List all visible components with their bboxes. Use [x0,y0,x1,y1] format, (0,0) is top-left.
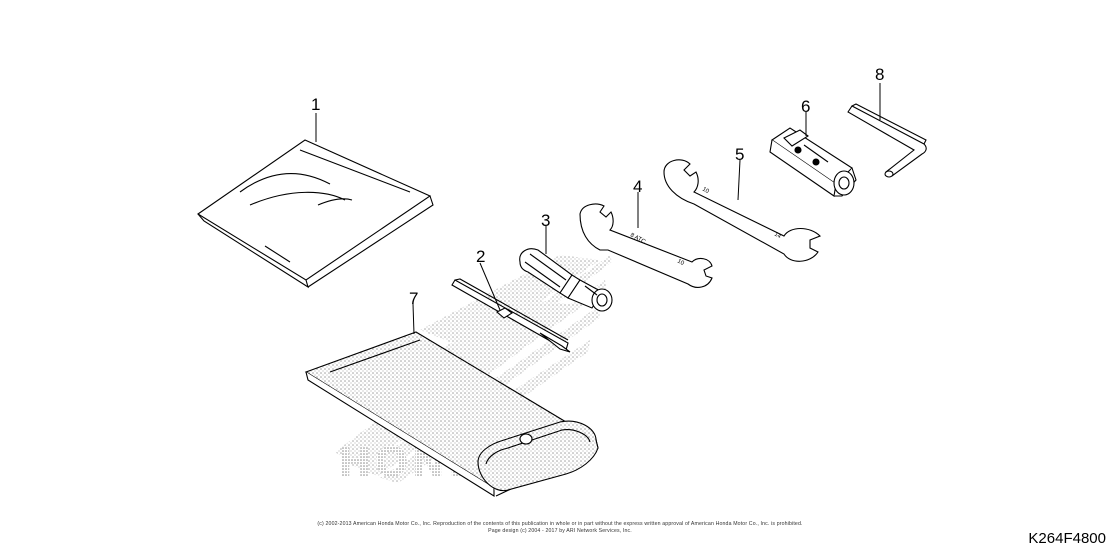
part-6-plug-wrench[interactable] [769,127,857,197]
figure-code: K264F4800 [1028,530,1106,547]
part-1-tool-bag-plastic[interactable] [196,139,434,289]
callout-5[interactable]: 5 [735,145,744,164]
part-7-tool-pouch[interactable] [304,331,599,497]
svg-text:14: 14 [773,232,782,241]
part-5-wrench-10x14[interactable]: 10 14 [663,159,821,262]
callout-8[interactable]: 8 [875,65,884,84]
svg-text:10: 10 [676,258,685,267]
leader-lines [315,83,881,335]
part-2-screwdriver-grip[interactable] [451,278,571,353]
copyright-line-2: Page design (c) 2004 - 2017 by ARI Netwo… [488,528,632,534]
callout-numbers: 1 2 3 4 5 6 7 8 [311,65,884,308]
callout-1[interactable]: 1 [311,95,320,114]
callout-4[interactable]: 4 [633,177,642,196]
copyright-notice: (c) 2002-2013 American Honda Motor Co., … [240,521,880,535]
part-4-wrench-8x10[interactable]: 8 ATC 10 [579,203,713,288]
callout-6[interactable]: 6 [801,97,810,116]
callout-2[interactable]: 2 [476,247,485,266]
svg-text:10: 10 [701,187,710,196]
part-3-screwdriver[interactable] [519,248,613,312]
copyright-line-1: (c) 2002-2013 American Honda Motor Co., … [317,521,803,527]
callout-7[interactable]: 7 [409,289,418,308]
callout-3[interactable]: 3 [541,211,550,230]
part-8-hex-key[interactable] [847,103,927,178]
